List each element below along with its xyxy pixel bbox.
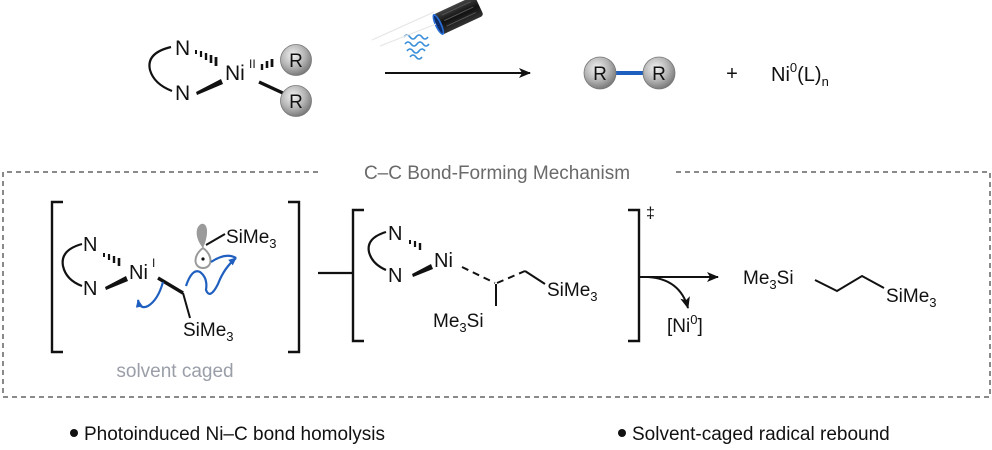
fishhook-arrow xyxy=(184,257,237,295)
substituent-ball xyxy=(642,56,676,90)
ligand-backbone xyxy=(367,230,387,272)
byproduct-curved-arrow xyxy=(647,276,690,309)
mechanism-box xyxy=(2,171,991,398)
hashed-bond xyxy=(409,240,422,250)
p-orbital-radical-icon xyxy=(194,223,226,270)
substituent-r-top: R xyxy=(289,51,303,72)
wedge-bond xyxy=(105,276,128,290)
transition-state: N N Ni SiMe3 Me3Si ‡ xyxy=(351,205,655,343)
bullet-item: Photoinduced Ni–C bond homolysis xyxy=(70,424,385,446)
ligand-n-top: N xyxy=(83,234,97,256)
bullet-item: Solvent-caged radical rebound xyxy=(618,424,890,446)
me3si-group: Me3Si xyxy=(433,311,484,335)
oxidation-state: I xyxy=(152,256,155,270)
ligand-n-bottom: N xyxy=(388,265,402,287)
ligand-backbone xyxy=(61,242,83,288)
ligand-n-bottom: N xyxy=(175,82,190,105)
bracket-right xyxy=(628,208,641,343)
partial-bond-dashed xyxy=(496,270,526,284)
oxidation-state: II xyxy=(249,57,256,71)
hashed-bond xyxy=(260,59,274,70)
plus-sign: + xyxy=(726,63,738,85)
transition-state-dagger: ‡ xyxy=(646,205,655,222)
fishhook-arrow xyxy=(210,254,237,263)
metal-ni: Ni xyxy=(225,62,245,85)
ligand-n-bottom: N xyxy=(83,278,97,300)
partial-bond-dashed xyxy=(461,266,496,284)
bullet-dot-icon xyxy=(618,428,626,437)
sime3-group: SiMe3 xyxy=(886,286,937,310)
ethylene-bridge xyxy=(814,274,885,293)
metal-ni: Ni xyxy=(434,250,453,272)
substituent-ball xyxy=(583,56,617,90)
bullet-dot-icon xyxy=(70,428,78,437)
me3si-group: Me3Si xyxy=(743,268,794,292)
wedge-bond xyxy=(412,264,433,277)
sime3-group: SiMe3 xyxy=(547,280,598,304)
sime3-group-lower: SiMe3 xyxy=(183,320,234,344)
substituent-ball xyxy=(280,44,312,76)
solvent-caged-complex: N N Ni I SiMe3 SiMe3 solvent caged xyxy=(50,200,301,382)
c-c-bond xyxy=(524,270,546,285)
light-waves-icon xyxy=(403,34,430,60)
bracket-left xyxy=(351,208,364,343)
ni-c-bond xyxy=(157,276,184,295)
coupled-product: R R xyxy=(583,56,676,90)
hashed-bond xyxy=(103,253,121,266)
bracket-right xyxy=(288,200,301,354)
led-lamp-light-icon xyxy=(432,0,483,36)
reactant-nickel-ii-complex: N N Ni II R R xyxy=(148,37,312,117)
nickel-zero-byproduct: [Ni0] xyxy=(667,312,703,337)
c-si-bond xyxy=(182,292,191,319)
substituent-r-bottom: R xyxy=(289,92,303,113)
key-points: Photoinduced Ni–C bond homolysis Solvent… xyxy=(0,424,992,448)
metal-ni: Ni xyxy=(129,262,148,284)
wedge-bond xyxy=(196,79,223,95)
solvent-caged-label: solvent caged xyxy=(116,361,233,382)
bracket-left xyxy=(50,200,63,354)
ligand-n-top: N xyxy=(175,37,190,60)
hashed-bond xyxy=(195,50,218,66)
sime3-group-upper: SiMe3 xyxy=(226,227,277,251)
product-r-left: R xyxy=(593,64,607,85)
ligand-backbone xyxy=(148,45,173,93)
bullet-text: Photoinduced Ni–C bond homolysis xyxy=(84,424,386,445)
mechanism-title: C–C Bond-Forming Mechanism xyxy=(364,163,630,184)
fishhook-arrow xyxy=(135,281,165,309)
light-beam xyxy=(371,11,437,47)
ligand-n-top: N xyxy=(388,223,402,245)
nickel-zero-species: Ni0(L)n xyxy=(771,60,829,89)
product-r-right: R xyxy=(652,64,666,85)
bond-ni-r xyxy=(258,80,286,96)
bullet-text: Solvent-caged radical rebound xyxy=(632,424,890,445)
substituent-ball xyxy=(280,85,312,117)
bis-trimethylsilyl-ethane-product: Me3Si SiMe3 xyxy=(743,268,937,310)
